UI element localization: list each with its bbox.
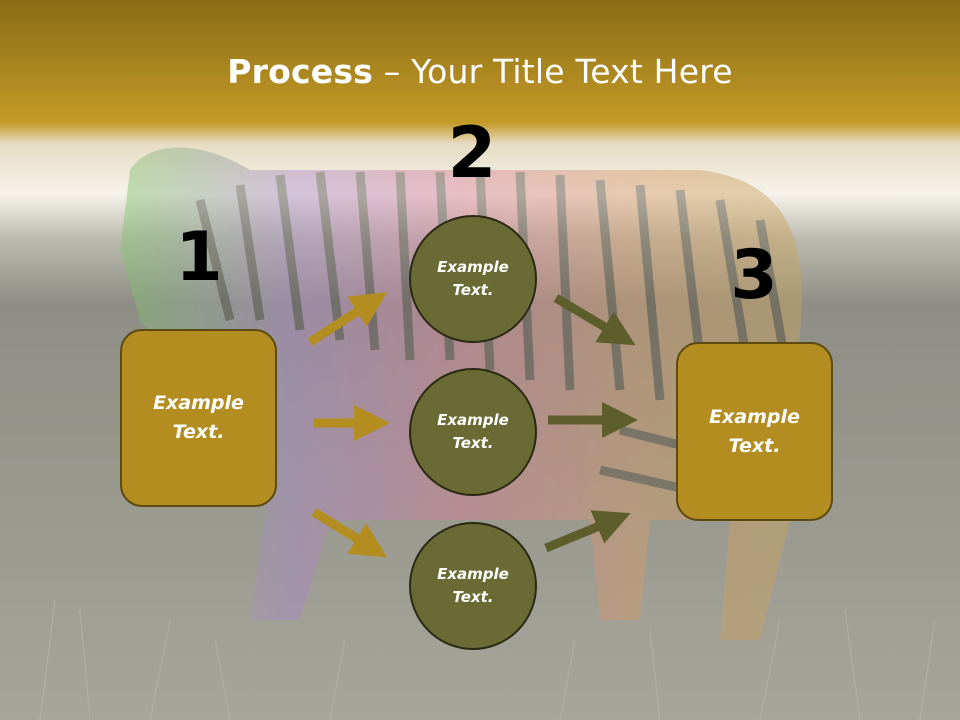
step-2-circle-middle[interactable]: Example Text.	[409, 368, 537, 496]
circle-bottom-text: Example Text.	[437, 563, 509, 609]
step-3-text: Example Text.	[709, 403, 800, 461]
step-3-text-line1: Example	[709, 405, 800, 428]
title-bold: Process	[227, 52, 374, 91]
step-2-circle-bottom[interactable]: Example Text.	[409, 522, 537, 650]
arrow-left-to-top	[307, 292, 388, 346]
step-2-circle-top[interactable]: Example Text.	[409, 215, 537, 343]
step-number-3: 3	[730, 236, 778, 315]
title-rest: – Your Title Text Here	[373, 52, 733, 91]
step-number-1: 1	[175, 218, 223, 297]
arrow-top-to-right	[553, 294, 636, 346]
step-1-box[interactable]: Example Text.	[120, 329, 277, 507]
step-1-text-line1: Example	[153, 392, 244, 414]
step-3-text-line2: Text.	[728, 434, 781, 457]
circle-bottom-text-line1: Example	[437, 565, 509, 583]
circle-middle-text-line1: Example	[437, 411, 509, 429]
circle-middle-text: Example Text.	[437, 409, 509, 455]
circle-bottom-text-line2: Text.	[452, 588, 494, 606]
slide-title: Process – Your Title Text Here	[0, 52, 960, 91]
step-1-text-line2: Text.	[172, 421, 225, 443]
circle-top-text: Example Text.	[437, 256, 509, 302]
arrow-bottom-to-right	[544, 510, 631, 553]
circle-middle-text-line2: Text.	[452, 434, 494, 452]
circle-top-text-line2: Text.	[452, 281, 494, 299]
step-number-2: 2	[447, 112, 497, 194]
arrow-left-to-bottom	[311, 508, 388, 558]
step-3-box[interactable]: Example Text.	[676, 342, 833, 521]
step-1-text: Example Text.	[153, 389, 244, 447]
circle-top-text-line1: Example	[437, 258, 509, 276]
